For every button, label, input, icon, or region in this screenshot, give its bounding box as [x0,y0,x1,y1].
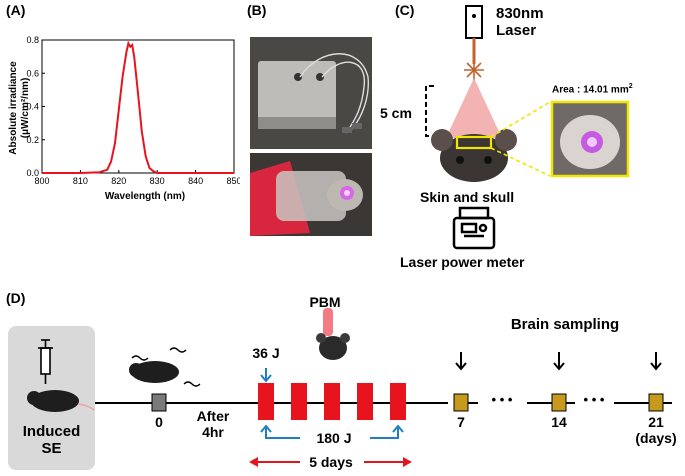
x-tick-label: 820 [111,176,126,186]
pbm-label: PBM [309,294,341,310]
pbm-laser-beam [323,308,333,336]
x-tick-label: 810 [73,176,88,186]
area-unit-sup: 2 [628,83,633,90]
timepoint-14-box [551,393,567,412]
target-area-box [455,135,493,150]
pulse-day-2 [291,383,307,420]
area-value: Area : 14.01 mm [552,84,629,96]
device-photo [250,37,372,149]
plot-frame [41,39,235,174]
y-axis-label: Absolute irradiance (μW/cm²/nm) [8,28,32,188]
dose-arrow-36j [260,368,272,383]
panel-b-label: (B) [247,2,267,18]
y-tick-label: 0.4 [26,102,39,112]
dose-bracket-180j [260,424,404,439]
ellipsis-2: • • • [583,392,605,407]
distance-label: 5 cm [380,105,412,121]
distance-bracket [425,85,434,137]
after-4hr-label: After 4hr [196,408,230,440]
x-tick-label: 830 [150,176,165,186]
laser-beam [446,78,502,138]
pulse-day-5 [390,383,406,420]
y-axis-label-line1: Absolute irradiance [8,61,19,155]
spectrum-line [42,40,234,174]
y-axis-label-line2: (μW/cm²/nm) [20,77,31,139]
ellipsis-1: • • • [491,392,513,407]
brain-sampling-label: Brain sampling [510,316,620,333]
panel-a-label: (A) [6,2,26,18]
pulse-day-1 [258,383,274,420]
syringe-icon [38,339,53,384]
timepoint-7-label: 7 [457,414,465,430]
chart-axes-ticks: 800 810 820 830 840 850 0.0 0.2 0.4 0.6 0.8 [26,35,240,186]
dose-first-label: 36 J [252,345,280,361]
timepoint-14-label: 14 [551,414,567,430]
timepoint-7-box [453,393,469,412]
timepoint-0-label: 0 [155,414,163,430]
power-meter-label: Laser power meter [400,254,525,270]
x-tick-label: 840 [188,176,203,186]
pbm-pulses [258,383,406,420]
days-span-label: 5 days [309,454,353,470]
y-tick-label: 0.0 [26,168,39,178]
mouse-photo [250,153,372,236]
dose-total-label: 180 J [316,430,352,446]
pulse-day-4 [357,383,373,420]
x-axis-label: Wavelength (nm) [104,191,186,202]
area-label: Area : 14.01 mm2 [552,83,633,95]
x-tick-label: 850 [226,176,240,186]
y-tick-label: 0.2 [26,135,39,145]
timepoint-0-box [151,393,167,412]
sampling-arrows [455,352,662,371]
timepoint-21-label: 21 [648,414,664,430]
x-tick-label: 800 [34,176,49,186]
timepoint-21-box [648,393,664,412]
skin-skull-label: Skin and skull [420,189,515,205]
days-unit-label: (days) [635,430,677,446]
pulse-day-3 [324,383,340,420]
power-meter-icon [452,206,496,250]
y-tick-label: 0.8 [26,35,39,45]
induced-se-label: Induced SE [22,423,81,457]
timeline-diagram [8,308,672,470]
y-tick-label: 0.6 [26,68,39,78]
panel-c-label: (C) [395,2,415,18]
laser-label: 830nm Laser [496,5,544,39]
spectrum-chart: 800 810 820 830 840 850 0.0 0.2 0.4 0.6 0.8 [26,35,240,186]
laser-setup-diagram [425,5,630,250]
panel-d-label: (D) [6,290,26,306]
laser-starburst-icon [464,60,484,80]
days-span-arrow [249,457,412,467]
laser-device [465,5,483,39]
